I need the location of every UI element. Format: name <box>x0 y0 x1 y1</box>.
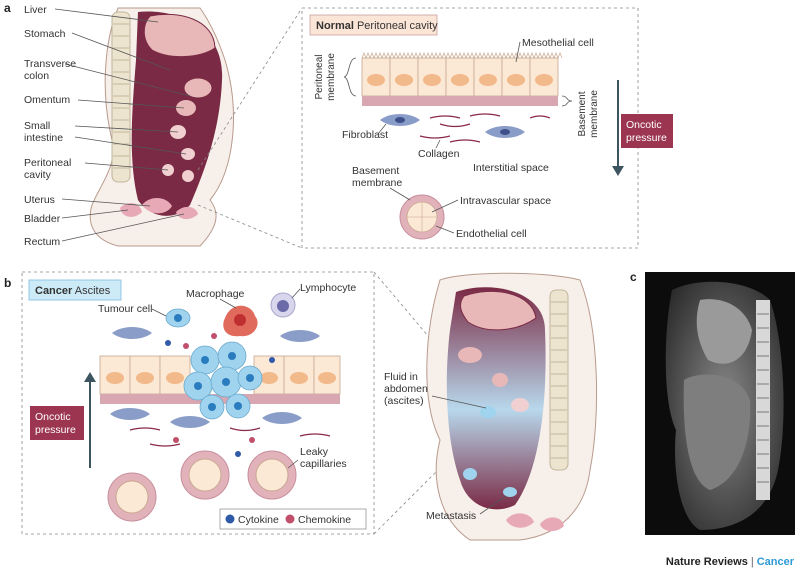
label-fluid-3: (ascites) <box>384 395 424 407</box>
credit-section: Cancer <box>757 556 795 568</box>
oncotic-a-line1: Oncotic <box>626 119 662 131</box>
label-fluid-2: abdomen <box>384 383 428 395</box>
legend-chemokine: Chemokine <box>298 514 351 526</box>
inset-b-title-rest: Ascites <box>72 285 110 297</box>
panel-letter-b: b <box>4 276 11 290</box>
oncotic-arrowhead-a <box>612 166 624 176</box>
oncotic-box-b <box>30 406 84 440</box>
panel-b-inset: Cancer Ascites Macrophage Lymphocyte Tum… <box>21 271 479 535</box>
oncotic-b-line1: Oncotic <box>35 411 71 423</box>
label-fibroblast: Fibroblast <box>342 129 388 141</box>
panel-a-inset: Normal Peritoneal cavity Peritoneal memb… <box>197 7 673 249</box>
label-fluid-1: Fluid in <box>384 371 418 383</box>
leaky-capillaries <box>107 450 297 522</box>
label-transverse: Transverse <box>24 58 76 70</box>
label-basement-membrane-right-2: membrane <box>589 90 600 138</box>
legend: Cytokine Chemokine <box>219 508 367 530</box>
inset-b-title: Cancer Ascites <box>35 285 111 297</box>
label-interstitial-space: Interstitial space <box>473 162 549 174</box>
label-intestine: intestine <box>24 132 63 144</box>
label-collagen: Collagen <box>418 148 460 160</box>
label-basement-membrane-right-1: Basement <box>577 91 588 136</box>
label-uterus: Uterus <box>24 194 55 206</box>
label-liver: Liver <box>24 4 47 16</box>
tumour-cluster <box>183 341 263 420</box>
fibroblast-cells <box>380 114 525 138</box>
panel-letter-c: c <box>630 270 637 284</box>
panel-b-anatomy: Fluid in abdomen (ascites) Metastasis <box>384 272 598 541</box>
label-peritoneal-membrane-1: Peritoneal <box>314 54 325 99</box>
label-leaky-1: Leaky <box>300 446 329 458</box>
label-basement-membrane-vessel-2: membrane <box>352 177 402 189</box>
label-leaky-2: capillaries <box>300 458 347 470</box>
credit-journal: Nature Reviews <box>666 556 748 568</box>
oncotic-box-a <box>621 114 673 148</box>
inset-a-title-rest: Peritoneal cavity <box>354 20 438 32</box>
oncotic-arrowhead-b <box>84 372 96 382</box>
label-omentum: Omentum <box>24 94 70 106</box>
mesothelial-layer-cancer <box>99 355 341 404</box>
label-mesothelial-cell: Mesothelial cell <box>522 37 594 49</box>
oncotic-a-line2: pressure <box>626 132 667 144</box>
label-cavity: cavity <box>24 169 52 181</box>
inset-a-title: Normal Peritoneal cavity <box>316 20 438 32</box>
label-metastasis: Metastasis <box>426 510 476 522</box>
label-colon: colon <box>24 70 49 82</box>
legend-chemokine-swatch <box>285 514 295 524</box>
label-peritoneal: Peritoneal <box>24 157 71 169</box>
label-peritoneal-membrane-2: membrane <box>326 53 337 101</box>
label-endothelial-cell: Endothelial cell <box>456 228 527 240</box>
inset-b-title-bold: Cancer <box>35 285 73 297</box>
ct-scan-image <box>645 272 795 535</box>
collagen-fibres <box>419 113 551 143</box>
oncotic-b-line2: pressure <box>35 424 76 436</box>
panel-letter-a: a <box>4 1 11 15</box>
legend-cytokine-swatch <box>225 514 235 524</box>
credit-separator: | <box>751 556 754 568</box>
legend-cytokine: Cytokine <box>238 514 279 526</box>
journal-credit: Nature Reviews|Cancer <box>666 556 795 568</box>
mesothelial-layer <box>361 52 563 106</box>
label-tumour-cell: Tumour cell <box>98 303 152 315</box>
blood-vessel <box>399 194 445 240</box>
label-intravascular-space: Intravascular space <box>460 195 551 207</box>
spine-illustration <box>111 11 131 183</box>
label-rectum: Rectum <box>24 236 60 248</box>
label-macrophage: Macrophage <box>186 288 245 300</box>
label-small: Small <box>24 120 50 132</box>
label-lymphocyte: Lymphocyte <box>300 282 356 294</box>
label-basement-membrane-vessel-1: Basement <box>352 165 399 177</box>
label-stomach: Stomach <box>24 28 66 40</box>
panel-a-anatomy: Liver Stomach Transverse colon Omentum S… <box>24 4 234 248</box>
inset-a-title-bold: Normal <box>316 20 354 32</box>
label-bladder: Bladder <box>24 213 61 225</box>
